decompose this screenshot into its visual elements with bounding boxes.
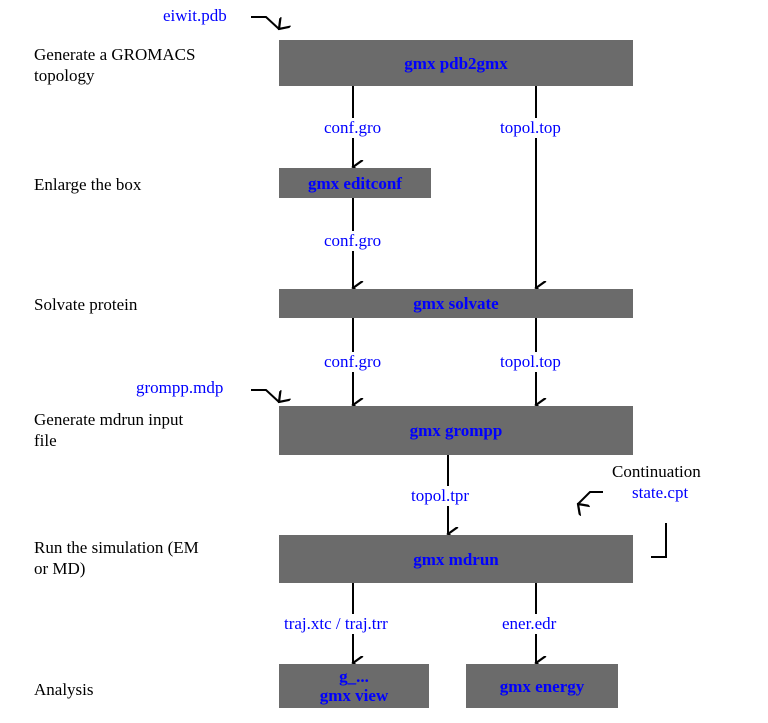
grompp-box: gmx grompp	[279, 406, 633, 455]
file-traj: traj.xtc / traj.trr	[282, 614, 390, 634]
step-label-grompp: Generate mdrun input file	[34, 410, 184, 450]
step-label-topology: Generate a GROMACS topology	[34, 45, 196, 85]
pdb2gmx-label: gmx pdb2gmx	[404, 53, 508, 73]
analysis-label-line2: gmx view	[319, 686, 389, 705]
analysis-label-line1: g_...	[339, 667, 369, 686]
file-conf-gro-1: conf.gro	[322, 118, 384, 138]
file-conf-gro-3: conf.gro	[322, 352, 384, 372]
mdrun-label: gmx mdrun	[413, 549, 499, 569]
grompp-label: gmx grompp	[409, 421, 503, 440]
energy-label: gmx energy	[499, 676, 585, 696]
file-state-cpt: state.cpt	[632, 483, 689, 502]
pdb2gmx-box: gmx pdb2gmx	[279, 40, 633, 86]
file-topol-top-1: topol.top	[498, 118, 563, 138]
step-label-run: Run the simulation (EM or MD)	[34, 538, 199, 578]
input-arrow-grompp-mdp-icon	[251, 389, 279, 402]
energy-box: gmx energy	[466, 664, 618, 708]
file-topol-top-2: topol.top	[498, 352, 563, 372]
file-eiwit-pdb: eiwit.pdb	[163, 6, 227, 25]
continuation-label: Continuation	[612, 462, 701, 481]
editconf-label: gmx editconf	[308, 173, 402, 193]
step-label-solvate: Solvate protein	[34, 295, 138, 314]
file-grompp-mdp: grompp.mdp	[136, 378, 224, 397]
file-topol-tpr: topol.tpr	[409, 486, 472, 506]
solvate-label: gmx solvate	[413, 294, 499, 313]
analysis-box: g_... gmx view	[279, 664, 429, 708]
solvate-box: gmx solvate	[279, 289, 633, 318]
file-conf-gro-2: conf.gro	[322, 231, 384, 251]
step-label-analysis: Analysis	[34, 680, 94, 699]
mdrun-box: gmx mdrun	[279, 535, 633, 583]
continuation-arrow-icon	[578, 491, 603, 504]
file-ener-edr: ener.edr	[500, 614, 559, 634]
input-arrow-eiwit-icon	[251, 16, 279, 29]
continuation-bracket	[651, 523, 667, 558]
step-label-enlarge: Enlarge the box	[34, 175, 142, 194]
editconf-box: gmx editconf	[279, 168, 431, 198]
